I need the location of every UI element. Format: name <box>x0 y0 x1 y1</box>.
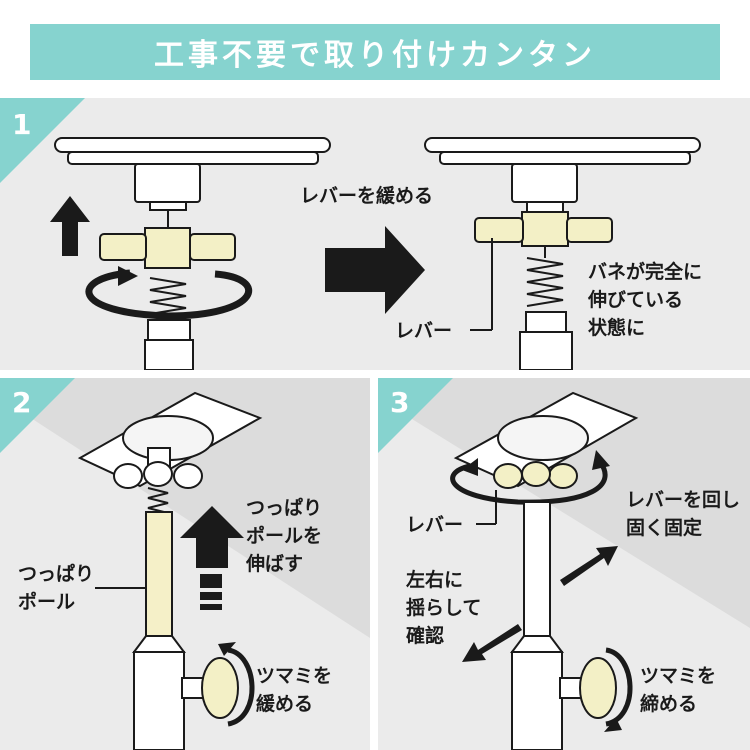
right-arrow-icon <box>325 226 425 314</box>
fixture-before-icon <box>54 137 331 370</box>
header: 工事不要で取り付けカンタン <box>0 0 750 90</box>
step-2-panel: 2 つっぱり ポールを 伸ばす つっぱり ポール ツマミを 緩める <box>0 378 370 750</box>
step-1-panel: 1 レバーを緩める レバー バネが完全に 伸びている 状態に <box>0 98 750 370</box>
ceiling-plate-icon <box>453 391 639 488</box>
release-lever-label: レバーを緩める <box>300 185 434 207</box>
step-1-corner <box>0 98 85 183</box>
step-number: 2 <box>12 386 32 419</box>
rotate-lever-label: レバーを回し 固く固定 <box>626 489 741 539</box>
step-2-corner <box>0 378 75 453</box>
step-2-illustration <box>0 378 370 750</box>
loosen-knob-label: ツマミを 緩める <box>256 665 333 715</box>
rotate-arrow-icon <box>85 269 253 320</box>
tension-pole-icon <box>132 511 186 750</box>
lever-icon <box>493 461 578 489</box>
pole-label: つっぱり ポール <box>18 563 95 613</box>
page-title: 工事不要で取り付けカンタン <box>154 38 596 73</box>
extend-pole-label: つっぱり ポールを 伸ばす <box>246 497 323 575</box>
rotate-arrow-icon <box>450 460 608 505</box>
tension-pole-icon <box>510 501 564 750</box>
sway-check-label: 左右に 揺らして 確認 <box>406 569 482 647</box>
step-number: 1 <box>12 108 32 141</box>
title-banner: 工事不要で取り付けカンタン <box>30 24 720 80</box>
lever-label: レバー <box>406 514 464 536</box>
step-3-corner <box>378 378 453 453</box>
lever-icon <box>113 447 203 489</box>
extend-arrow-icon <box>180 506 244 610</box>
knob-icon <box>559 657 617 719</box>
step-1-illustration <box>0 98 701 370</box>
fixture-after-icon <box>424 137 701 370</box>
step-3-illustration <box>378 378 750 750</box>
loosen-arrow-icon <box>227 647 255 727</box>
spring-state-label: バネが完全に 伸びている 状態に <box>588 261 703 339</box>
step-3-panel: 3 レバー レバーを回し 固く固定 左右に 揺らして 確認 ツマミを 締める <box>378 378 750 750</box>
step-number: 3 <box>390 386 410 419</box>
lever-label: レバー <box>395 320 453 342</box>
tighten-knob-label: ツマミを 締める <box>640 665 717 715</box>
up-arrow-icon <box>50 196 90 256</box>
sway-arrows-icon <box>462 546 618 662</box>
knob-icon <box>181 657 239 719</box>
